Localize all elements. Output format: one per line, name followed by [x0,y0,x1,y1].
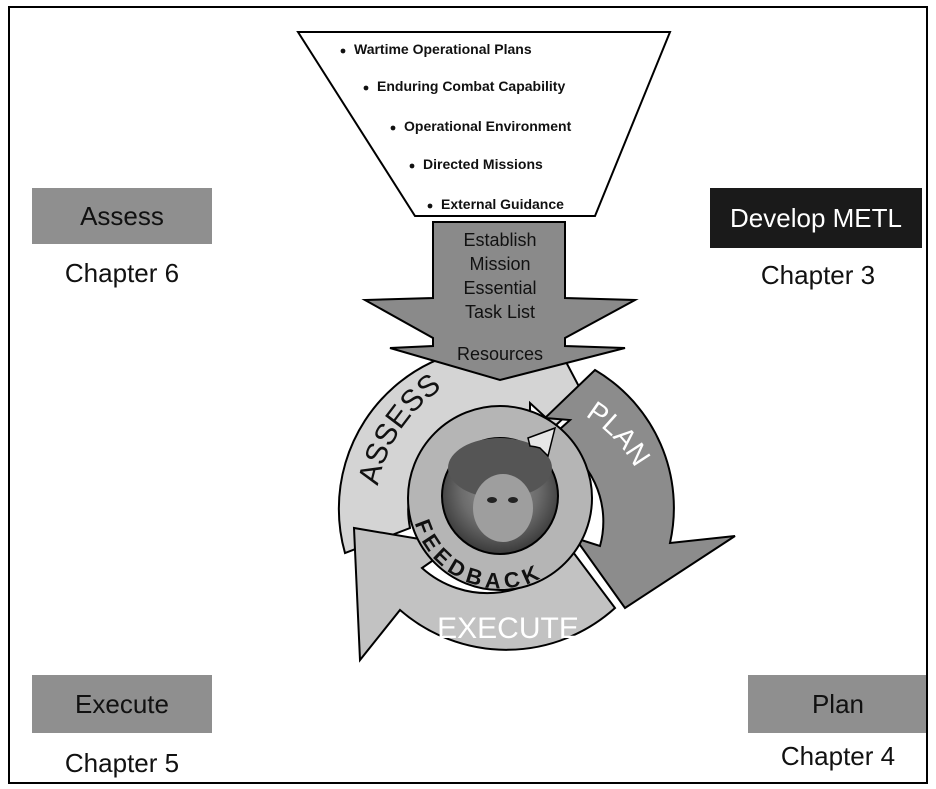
funnel-items: Wartime Operational Plans Enduring Comba… [340,41,572,212]
develop-metl-box: Develop METL [710,188,922,248]
funnel-item: External Guidance [441,196,564,212]
establish-metl-text: Establish Mission Essential Task List [463,230,536,322]
funnel-item: Operational Environment [404,118,572,134]
arrow-line: Essential [463,278,536,298]
resources-label: Resources [457,344,543,364]
training-cycle-diagram: Wartime Operational Plans Enduring Comba… [296,31,736,663]
funnel-item: Directed Missions [423,156,543,172]
inner-feedback-arrow-icon [527,426,557,458]
assess-chapter: Chapter 6 [64,258,180,288]
arrow-line: Mission [469,254,530,274]
funnel-item: Enduring Combat Capability [377,78,565,94]
face-icon [473,474,533,542]
plan-chapter: Chapter 4 [780,741,896,771]
execute-ring-label: EXECUTE [437,612,579,645]
bullet-icon [427,203,433,209]
arrow-line: Establish [463,230,536,250]
assess-box: Assess [32,188,212,244]
bullet-icon [363,85,369,91]
plan-box: Plan [748,675,926,733]
arrow-line: Task List [465,302,535,322]
establish-metl-arrow [361,221,639,382]
helmet-icon [448,438,552,498]
diagram-frame: Wartime Operational Plans Enduring Comba… [8,6,928,784]
bullet-icon [390,125,396,131]
bullet-icon [340,48,346,54]
execute-box: Execute [32,675,212,733]
execute-chapter: Chapter 5 [64,748,180,778]
input-funnel [296,31,672,217]
develop-metl-chapter: Chapter 3 [760,260,876,290]
funnel-item: Wartime Operational Plans [354,41,532,57]
bullet-icon [409,163,415,169]
